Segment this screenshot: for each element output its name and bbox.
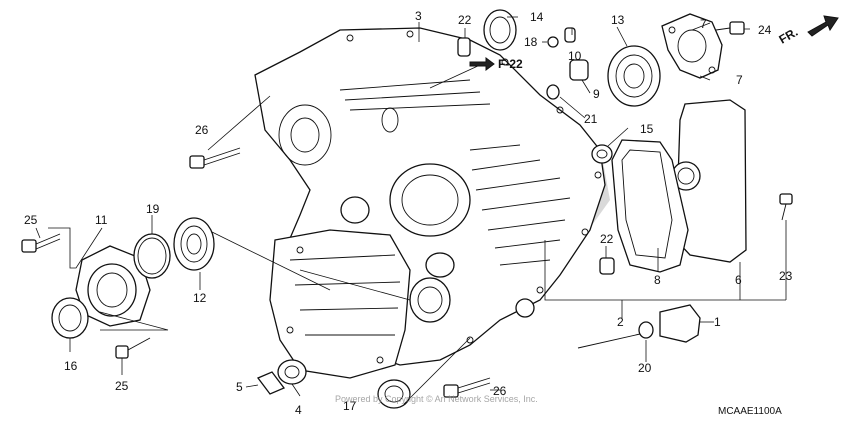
bearing-part-14	[483, 9, 517, 51]
callout-17: 17	[343, 399, 357, 413]
callout-26-upper: 26	[195, 123, 209, 137]
callout-16: 16	[64, 359, 78, 373]
needle-bearing-part-15	[591, 144, 613, 164]
bolt-part-24	[715, 21, 745, 35]
callout-26-lower: 26	[493, 384, 507, 398]
page-reference: F-22	[469, 57, 523, 71]
callout-25-upper: 25	[24, 213, 38, 227]
copyright-watermark: Powered by Copyright © Ari Network Servi…	[335, 394, 538, 404]
bolt-part-25-upper	[21, 233, 61, 253]
callout-20: 20	[638, 361, 652, 375]
callout-19: 19	[146, 202, 160, 216]
callout-22-top: 22	[458, 13, 472, 27]
callout-25-lower: 25	[115, 379, 129, 393]
plug-part-4	[277, 359, 307, 385]
pin-part-10	[564, 27, 576, 43]
collar-part-9	[569, 59, 589, 81]
leader-lines	[35, 16, 787, 405]
bolt-part-26-upper	[189, 147, 241, 169]
callout-4: 4	[295, 403, 302, 417]
callout-3: 3	[415, 9, 422, 23]
callout-7-bottom: 7	[736, 73, 743, 87]
sensor-rod	[577, 333, 641, 349]
bearing-holder-part-11	[75, 245, 151, 327]
front-direction-indicator: FR.	[777, 15, 839, 47]
callout-14: 14	[530, 10, 544, 24]
dowel-pin-22-top	[457, 37, 471, 57]
callout-22-lower: 22	[600, 232, 614, 246]
bolt-part-23	[779, 193, 793, 221]
gasket-part-8	[611, 139, 689, 273]
callout-13: 13	[611, 13, 625, 27]
callout-10: 10	[568, 49, 582, 63]
callout-labels: 1 2 3 4 5 6 7 7 8 9 10 11 12 13 14 15 16…	[24, 9, 793, 417]
callout-11: 11	[95, 213, 108, 227]
callout-8: 8	[654, 273, 661, 287]
bolt-part-25-lower	[115, 337, 151, 359]
bearing-part-17	[377, 379, 411, 409]
crankcase-cover-assembly	[254, 27, 610, 379]
callout-7-top: 7	[700, 17, 707, 31]
callout-5: 5	[236, 380, 243, 394]
o-ring-part-20	[638, 321, 654, 339]
dowel-pin-22-lower	[599, 257, 615, 275]
callout-6: 6	[735, 273, 742, 287]
callout-2: 2	[617, 315, 624, 329]
direction-label: FR.	[777, 25, 801, 47]
diagram-code: MCAAE1100A	[718, 406, 782, 417]
ref-page-label: F-22	[498, 57, 523, 71]
front-arrow-icon	[807, 15, 839, 37]
callout-9: 9	[593, 87, 600, 101]
callout-23: 23	[779, 269, 793, 283]
callout-12: 12	[193, 291, 207, 305]
callout-18: 18	[524, 35, 538, 49]
washer-part-18	[547, 36, 559, 48]
sensor-part-1	[659, 304, 701, 343]
callout-1: 1	[714, 315, 721, 329]
bolt-part-26-lower	[443, 377, 491, 398]
callout-15: 15	[640, 122, 654, 136]
seal-part-5	[256, 371, 286, 395]
bracket-part-7	[661, 13, 723, 79]
cover-part-6	[671, 99, 747, 263]
bearing-part-12	[173, 217, 215, 271]
o-ring-part-21	[546, 84, 560, 100]
callout-21: 21	[584, 112, 598, 126]
oil-seal-part-16	[51, 297, 89, 339]
callout-24: 24	[758, 23, 772, 37]
bearing-part-13	[607, 45, 661, 107]
o-ring-part-19	[133, 233, 171, 279]
